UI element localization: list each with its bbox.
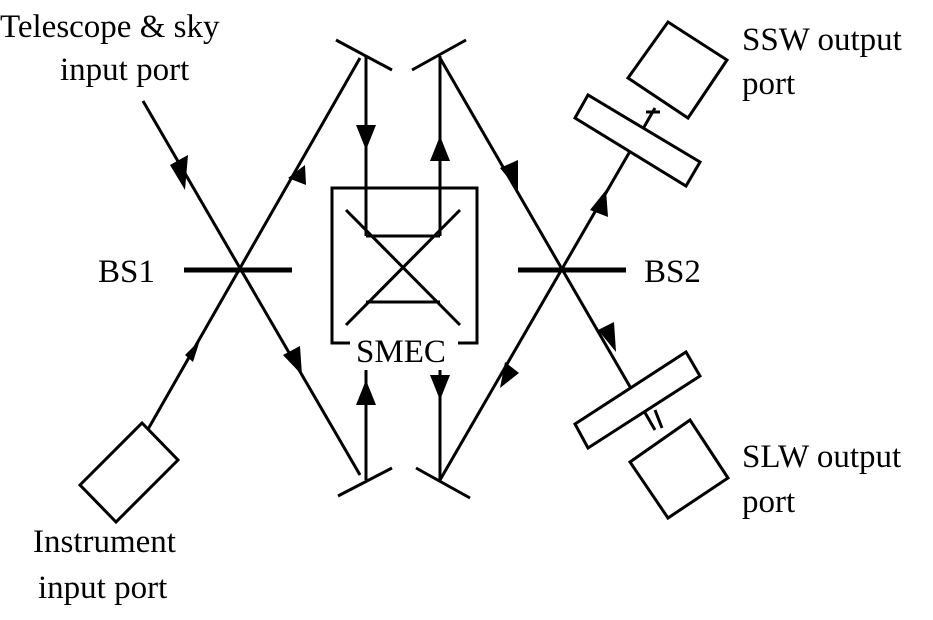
ssw-port-label-line2: port — [742, 66, 795, 102]
arrow-to-bs2-top — [500, 160, 518, 190]
roof-mirrors — [335, 38, 471, 500]
smec-mirror-diag-2 — [344, 208, 462, 327]
beam-arrows — [170, 125, 616, 405]
instrument-source-box — [77, 420, 181, 525]
arrow-right-down — [430, 375, 450, 400]
bottom-right-mirror — [415, 466, 471, 500]
ssw-port-label-line1: SSW output — [742, 22, 902, 58]
slw-filter — [573, 349, 703, 451]
arrow-left-down — [356, 125, 376, 150]
bs2-label: BS2 — [644, 254, 701, 290]
top-to-slw-beam — [438, 57, 657, 431]
smec-mechanism — [330, 186, 479, 345]
ssw-filter — [572, 92, 703, 189]
slw-detector-box — [627, 417, 731, 521]
telescope-port-label-line1: Telescope & sky — [0, 9, 220, 45]
top-left-mirror — [335, 38, 393, 72]
smec-label: SMEC — [356, 334, 446, 370]
arrow-to-top-left-mirror — [288, 165, 306, 185]
telescope-beam — [141, 100, 362, 476]
bottom-left-mirror — [337, 466, 393, 498]
arrow-to-bottom-left-mirror — [283, 346, 302, 375]
slw-stub — [653, 409, 664, 429]
bs1-label: BS1 — [98, 254, 155, 290]
instrument-port-label-line1: Instrument — [33, 524, 176, 560]
arrow-instrument-up — [185, 340, 200, 362]
arrow-right-up — [430, 136, 450, 161]
arrow-to-slw — [598, 322, 616, 352]
bottom-to-ssw-beam — [438, 107, 657, 481]
top-right-mirror — [411, 38, 467, 72]
arrow-left-up — [356, 380, 376, 405]
arrow-bottom-up — [500, 362, 519, 388]
arrow-to-ssw — [590, 190, 608, 217]
slw-output-assembly — [573, 349, 731, 521]
ssw-output-assembly — [572, 19, 730, 189]
ssw-detector-box — [625, 19, 730, 121]
arrow-telescope-in — [170, 155, 188, 190]
instrument-port-label-line2: input port — [38, 570, 167, 606]
smec-box — [330, 186, 479, 345]
telescope-port-label-line2: input port — [60, 52, 189, 88]
slw-port-label-line2: port — [742, 484, 795, 520]
slw-port-label-line1: SLW output — [742, 439, 901, 475]
instrument-beam — [141, 57, 362, 439]
